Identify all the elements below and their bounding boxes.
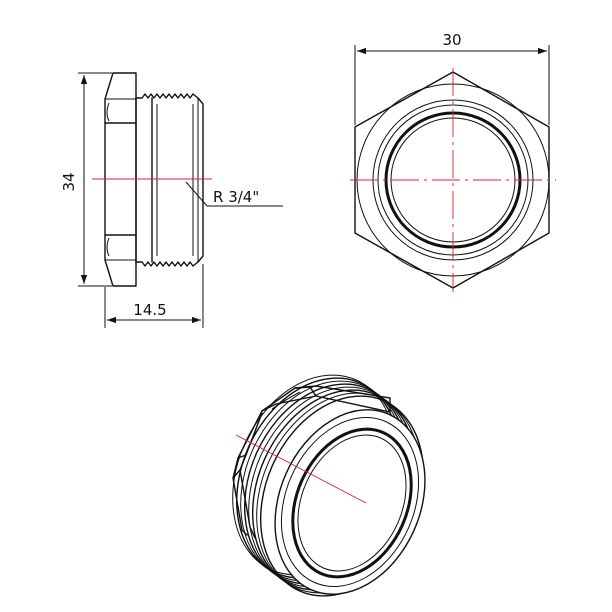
side-view-hex-profile xyxy=(104,72,137,287)
iso-front-face xyxy=(274,409,426,595)
thread-leader-line xyxy=(185,181,283,207)
side-view-chamfer xyxy=(106,237,110,257)
side-view: 34 14.5 R 3/4" xyxy=(60,72,283,328)
length-dimension-label: 14.5 xyxy=(133,301,166,319)
front-view: 30 xyxy=(350,31,556,292)
iso-bore xyxy=(291,427,413,579)
side-view-chamfer xyxy=(106,102,110,122)
isometric-view xyxy=(232,374,426,597)
thread-callout-label: R 3/4" xyxy=(213,188,259,206)
side-view-thread xyxy=(135,93,204,267)
iso-centerline xyxy=(235,434,367,504)
width-dimension-label: 30 xyxy=(442,31,461,49)
height-dimension-label: 34 xyxy=(60,172,78,191)
